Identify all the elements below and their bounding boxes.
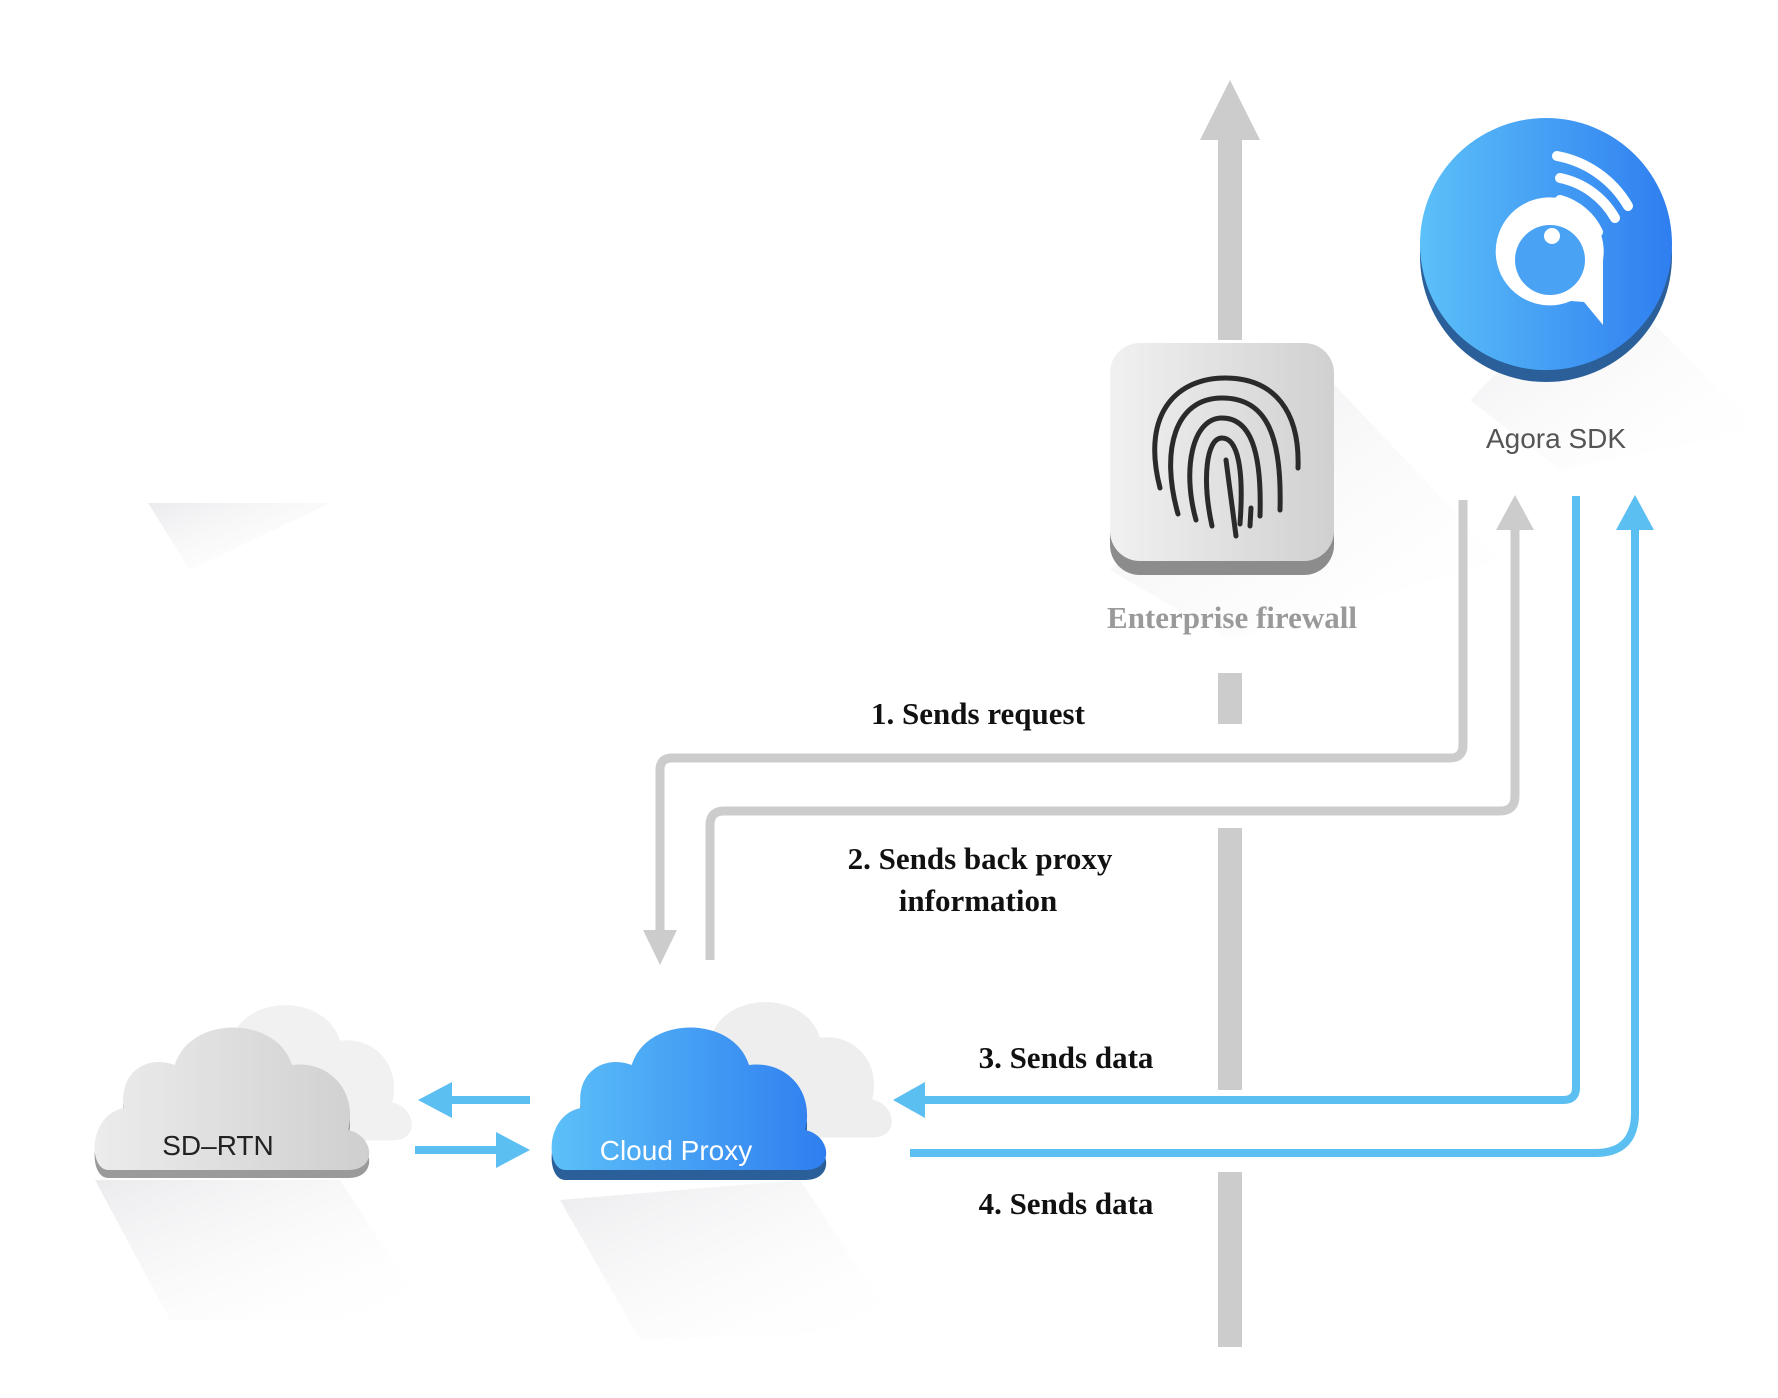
to-proxy-shaft <box>415 1146 497 1154</box>
firewall-bar-top <box>1218 140 1242 340</box>
shadow-sdrtn <box>95 1180 430 1320</box>
fingerprint-icon <box>1152 375 1301 539</box>
step2-label-line1: 2. Sends back proxy <box>848 841 1113 876</box>
cloud-proxy-node[interactable]: Cloud Proxy <box>551 1002 892 1180</box>
firewall-bar-seg1 <box>1218 673 1242 724</box>
firewall-up-arrow-head <box>1200 80 1260 140</box>
step1-request-path <box>655 500 1468 930</box>
step2-arrow-head <box>1496 495 1534 530</box>
agora-sdk-node[interactable]: Agora SDK <box>1420 118 1672 454</box>
step1-label: 1. Sends request <box>871 696 1086 731</box>
step1-arrow-head <box>643 930 677 965</box>
shadow-cloudproxy <box>560 1180 900 1340</box>
shadow-stray <box>148 503 330 570</box>
sd-rtn-node[interactable]: SD–RTN <box>94 1005 412 1178</box>
agora-sdk-label: Agora SDK <box>1486 423 1626 454</box>
sd-rtn-label: SD–RTN <box>162 1130 274 1161</box>
step3-label: 3. Sends data <box>979 1040 1154 1075</box>
step3-data-path <box>925 496 1580 1104</box>
step2-label-line2: information <box>899 883 1057 918</box>
firewall-node[interactable]: Enterprise firewall <box>1107 343 1357 635</box>
step4-label: 4. Sends data <box>979 1186 1154 1221</box>
firewall-barrier <box>1200 80 1260 1347</box>
firewall-bar-seg2 <box>1218 828 1242 1090</box>
to-proxy-arrow-head <box>496 1132 530 1168</box>
firewall-label: Enterprise firewall <box>1107 600 1357 635</box>
proxy-sdrtn-link <box>415 1082 530 1168</box>
data-flow-arrows <box>893 495 1654 1157</box>
to-sdrtn-shaft <box>450 1096 530 1104</box>
firewall-bar-seg3 <box>1218 1172 1242 1347</box>
step4-data-path <box>910 530 1639 1157</box>
step2-response-path <box>705 530 1520 960</box>
agora-logo-icon <box>1495 151 1633 325</box>
step4-arrow-head <box>1616 495 1654 530</box>
step3-arrow-head <box>893 1082 925 1118</box>
shadow-agora <box>1470 270 1760 470</box>
request-flow-arrows <box>643 495 1534 965</box>
step-labels: 1. Sends request 2. Sends back proxy inf… <box>848 696 1154 1221</box>
to-sdrtn-arrow-head <box>418 1082 452 1118</box>
cloud-proxy-label: Cloud Proxy <box>600 1135 753 1166</box>
